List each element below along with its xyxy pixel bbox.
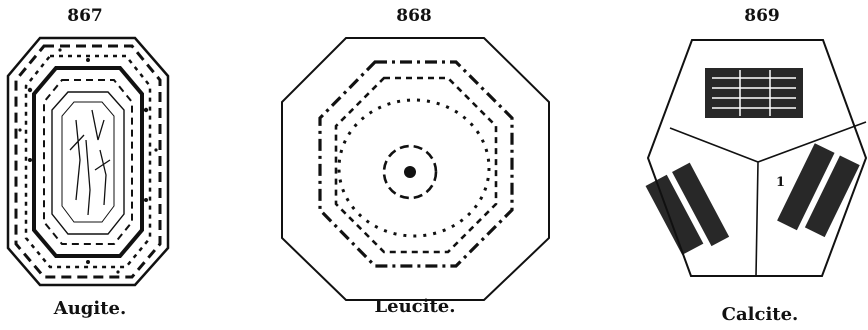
leucite-inclusion-ring-2	[336, 78, 496, 252]
augite-crystal	[8, 38, 168, 285]
leucite-crystal	[282, 38, 549, 300]
calcite-crystal	[646, 40, 866, 276]
calcite-center-mark: 1	[776, 175, 785, 190]
augite-core-cracks	[70, 110, 110, 215]
leucite-outer-outline	[282, 38, 549, 300]
calcite-hatched-blocks	[646, 68, 860, 260]
leucite-center-inclusion	[404, 166, 416, 178]
